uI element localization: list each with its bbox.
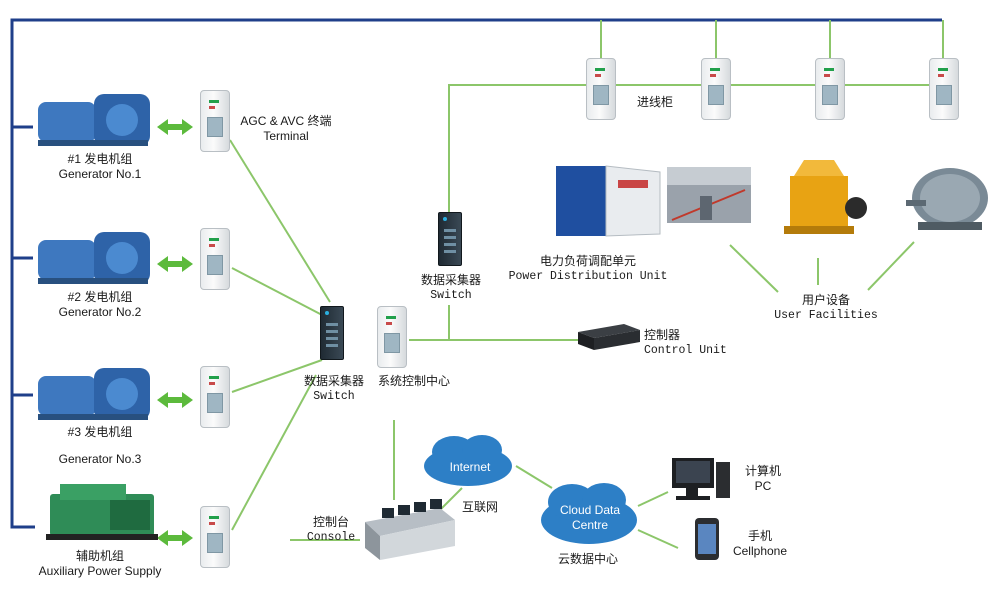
pdu-label: 电力负荷调配单元 Power Distribution Unit <box>506 254 670 284</box>
console-en: Console <box>306 531 356 544</box>
incoming-cabinet-2 <box>701 58 731 120</box>
internet-cn: 互联网 <box>461 500 498 514</box>
pc-label: 计算机 PC <box>738 464 788 494</box>
generator-1-icon <box>38 94 150 146</box>
phone-cn: 手机 <box>747 529 772 543</box>
link-internet-cloud <box>515 465 553 489</box>
internet-en: Internet <box>449 460 491 474</box>
gen1-cn: #1 发电机组 <box>67 152 133 166</box>
link-cloud-pc <box>637 491 669 507</box>
link-user-1 <box>729 244 779 293</box>
main-switch-cn: 数据采集器 <box>303 374 364 388</box>
desktop-pc-icon <box>672 458 730 500</box>
control-unit-en: Control Unit <box>644 344 727 357</box>
gen3-cn: #3 发电机组 <box>67 425 133 439</box>
electric-motor-icon <box>906 168 988 230</box>
agc-terminal-cabinet-1 <box>200 90 230 152</box>
user-en: User Facilities <box>774 309 878 322</box>
link-cab2-switch <box>231 267 325 317</box>
top-switch-label: 数据采集器 Switch <box>414 273 488 303</box>
main-bus-line <box>10 18 942 529</box>
main-switch-icon <box>320 306 344 360</box>
sys-control-label: 系统控制中心 <box>377 374 450 388</box>
internet-cloud-icon <box>424 435 512 486</box>
double-arrow-3 <box>157 392 193 408</box>
link-cab1-switch <box>229 139 331 303</box>
gen2-label: #2 发电机组 Generator No.2 <box>40 290 160 320</box>
main-switch-en: Switch <box>313 390 355 403</box>
control-unit-cn: 控制器 <box>644 328 681 342</box>
smartphone-icon <box>695 518 719 560</box>
pc-en: PC <box>754 479 772 493</box>
incoming-cabinet-3 <box>815 58 845 120</box>
pc-cn: 计算机 <box>744 464 781 478</box>
gen3-en: Generator No.3 <box>58 452 142 466</box>
plant-photo-icon <box>667 167 751 223</box>
gen3-label: #3 发电机组 Generator No.3 <box>40 425 160 467</box>
aux-cn: 辅助机组 <box>75 549 124 563</box>
console-cn: 控制台 <box>312 515 349 529</box>
incoming-cabinet-4 <box>929 58 959 120</box>
link-cab3-switch <box>231 359 323 393</box>
top-switch-icon <box>438 212 462 266</box>
gen1-label: #1 发电机组 Generator No.1 <box>40 152 160 182</box>
agc-terminal-label: AGC & AVC 终端 Terminal <box>226 114 346 144</box>
cloud-label-inner: Cloud Data Centre <box>550 503 630 533</box>
double-arrow-2 <box>157 256 193 272</box>
console-desk-icon <box>365 499 455 560</box>
link-cloud-phone <box>637 529 679 549</box>
top-switch-cn: 数据采集器 <box>420 273 481 287</box>
gen2-cn: #2 发电机组 <box>67 290 133 304</box>
agc-terminal-cabinet-2 <box>200 228 230 290</box>
crusher-icon <box>784 160 867 234</box>
phone-label: 手机 Cellphone <box>728 529 792 559</box>
main-switch-label: 数据采集器 Switch <box>296 374 372 404</box>
top-switch-en: Switch <box>430 289 472 302</box>
pdu-container-icon <box>556 165 661 237</box>
generator-3-icon <box>38 368 150 420</box>
pdu-en: Power Distribution Unit <box>508 270 668 283</box>
cabinet-link-line <box>448 84 945 220</box>
gen2-en: Generator No.2 <box>58 305 142 319</box>
cloud-line1: Cloud Data <box>559 503 621 517</box>
system-control-cabinet <box>377 306 407 368</box>
incoming-cabinet-1 <box>586 58 616 120</box>
agc-line2: Terminal <box>263 129 309 143</box>
cloud-data-centre-icon <box>541 483 637 544</box>
link-user-3 <box>867 241 915 291</box>
link-console-internet <box>439 487 463 511</box>
gen1-en: Generator No.1 <box>58 167 142 181</box>
control-unit-icon <box>578 324 640 350</box>
user-cn: 用户设备 <box>801 293 850 307</box>
user-facilities-label: 用户设备 User Facilities <box>770 293 882 323</box>
agc-line1: AGC & AVC 终端 <box>240 114 332 128</box>
generator-2-icon <box>38 232 150 284</box>
aux-label: 辅助机组 Auxiliary Power Supply <box>30 549 170 579</box>
phone-en: Cellphone <box>732 544 788 558</box>
aux-en: Auxiliary Power Supply <box>38 564 162 578</box>
aux-generator-icon <box>46 484 158 540</box>
cloud-line2: Centre <box>571 518 609 532</box>
double-arrow-1 <box>157 119 193 135</box>
agc-terminal-cabinet-4 <box>200 506 230 568</box>
control-unit-label: 控制器 Control Unit <box>644 328 728 358</box>
link-cab4-switch <box>231 374 317 531</box>
cloud-cn: 云数据中心 <box>557 552 618 566</box>
double-arrow-4 <box>157 530 193 546</box>
agc-terminal-cabinet-3 <box>200 366 230 428</box>
pdu-cn: 电力负荷调配单元 <box>539 254 636 268</box>
console-label: 控制台 Console <box>300 515 362 545</box>
incoming-cabinet-label: 进线柜 <box>636 95 673 109</box>
